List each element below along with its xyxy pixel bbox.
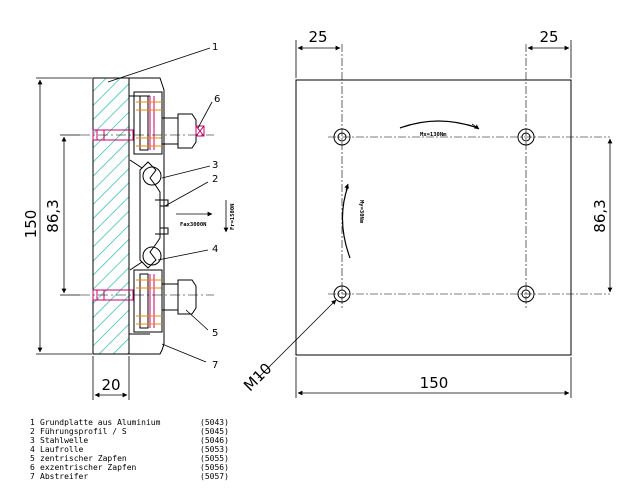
dim-right-top-left: 25 <box>308 28 327 46</box>
legend-row-1-code: (5043) <box>200 418 229 427</box>
legend-row-6-text: exzentrischer Zapfen <box>40 463 137 472</box>
dim-right-spacing: 86,3 <box>591 199 609 232</box>
legend-row-3-code: (5046) <box>200 436 229 445</box>
balloon-4: 4 <box>212 244 218 255</box>
legend-row-2-code: (5045) <box>200 427 229 436</box>
dim-right-width: 150 <box>420 374 449 392</box>
dim-left-spacing: 86,3 <box>44 199 62 232</box>
moment-my: My=30Nm <box>358 200 364 224</box>
balloon-3: 3 <box>212 160 218 171</box>
right-dimension-lines <box>257 40 613 398</box>
dim-right-top-right: 25 <box>539 28 558 46</box>
force-arrows <box>176 200 229 233</box>
parts-legend: 1 Grundplatte aus Aluminium (5043) 2 Füh… <box>30 418 229 481</box>
legend-row-2-text: Führungsprofil / S <box>40 427 127 436</box>
force-fr: Fr=1500N <box>230 204 236 231</box>
part-leaders <box>107 47 213 363</box>
legend-row-7-text: Abstreifer <box>40 472 88 481</box>
legend-row-1-num: 1 <box>30 418 35 427</box>
dim-left-height: 150 <box>22 210 40 239</box>
legend-row-6-num: 6 <box>30 463 35 472</box>
top-view <box>295 44 610 356</box>
force-fax: Fax3000N <box>180 222 207 228</box>
legend-row-2-num: 2 <box>30 427 35 436</box>
dim-left-plate-width: 20 <box>101 376 120 394</box>
legend-row-4-text: Laufrolle <box>40 445 84 454</box>
legend-row-1-text: Grundplatte aus Aluminium <box>40 418 161 427</box>
legend-row-5-code: (5055) <box>200 454 229 463</box>
legend-row-4-num: 4 <box>30 445 35 454</box>
legend-row-3-num: 3 <box>30 436 35 445</box>
legend-row-3-text: Stahlwelle <box>40 436 88 445</box>
balloon-1: 1 <box>212 42 218 53</box>
left-dimension-lines <box>36 77 130 400</box>
legend-row-6-code: (5056) <box>200 463 229 472</box>
legend-row-7-num: 7 <box>30 472 35 481</box>
thread-label: M10 <box>240 359 275 394</box>
carriage-plate <box>295 79 572 356</box>
balloon-7: 7 <box>212 360 218 371</box>
balloon-2: 2 <box>212 174 218 185</box>
moment-mx: Mx=130Nm <box>420 132 447 138</box>
legend-row-4-code: (5053) <box>200 445 229 454</box>
balloon-6: 6 <box>214 94 220 105</box>
balloon-5: 5 <box>212 328 218 339</box>
legend-row-5-num: 5 <box>30 454 35 463</box>
side-section-view <box>80 77 214 355</box>
legend-row-5-text: zentrischer Zapfen <box>40 454 127 463</box>
base-plate-hatched <box>92 77 130 355</box>
legend-row-7-code: (5057) <box>200 472 229 481</box>
